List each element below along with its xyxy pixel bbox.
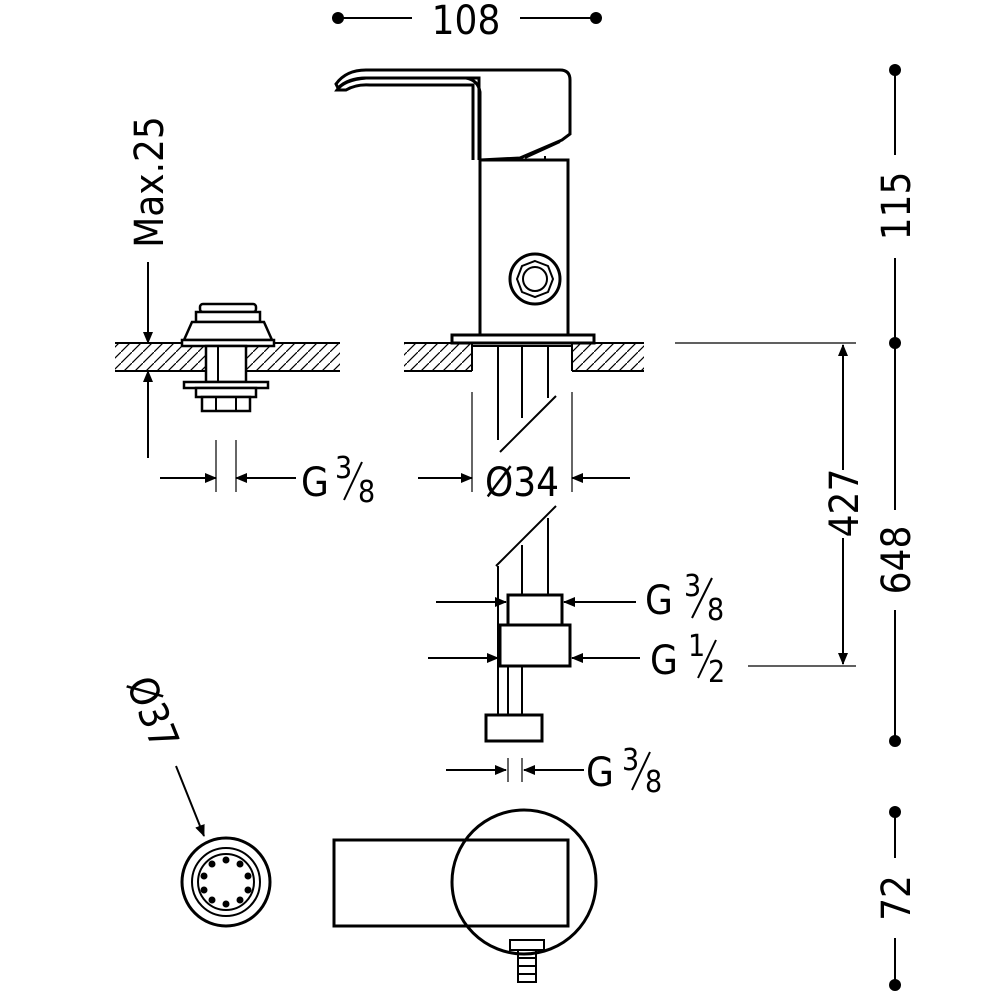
dimension-lower-g38: G 3 8 bbox=[446, 743, 662, 800]
label-upper-g: G bbox=[645, 578, 673, 624]
faucet-body bbox=[334, 68, 596, 347]
dimension-left-g38: G 3 8 bbox=[160, 440, 375, 510]
dimension-g12: G 1 2 bbox=[428, 629, 725, 690]
label-427: 427 bbox=[822, 469, 868, 538]
aerator-holes bbox=[200, 856, 252, 908]
label-upper-den: 8 bbox=[707, 593, 724, 628]
dimension-d34: Ø34 bbox=[418, 392, 630, 506]
label-max25: Max.25 bbox=[127, 116, 173, 248]
label-lower-num: 3 bbox=[622, 743, 639, 778]
label-g12-g: G bbox=[650, 638, 678, 684]
faucet-top-view bbox=[332, 808, 598, 983]
label-d34: Ø34 bbox=[485, 460, 559, 506]
dimension-108: 108 bbox=[332, 0, 602, 44]
label-left-num: 3 bbox=[335, 451, 352, 486]
label-648: 648 bbox=[874, 526, 920, 595]
label-g12-den: 2 bbox=[708, 655, 725, 690]
aerator-view: Ø37 bbox=[117, 670, 272, 928]
label-108: 108 bbox=[432, 0, 501, 44]
label-lower-g: G bbox=[586, 750, 614, 796]
dimension-chain-right: 115 648 bbox=[874, 64, 920, 747]
label-upper-num: 3 bbox=[684, 569, 701, 604]
dimension-427: 427 bbox=[675, 342, 868, 667]
label-d37: Ø37 bbox=[117, 670, 187, 756]
label-lower-den: 8 bbox=[645, 765, 662, 800]
label-left-g: G bbox=[301, 460, 329, 506]
label-72: 72 bbox=[874, 875, 920, 921]
drain-plug bbox=[180, 302, 276, 413]
dimension-72: 72 bbox=[874, 806, 920, 991]
label-g12-num: 1 bbox=[688, 629, 705, 664]
label-115: 115 bbox=[874, 172, 920, 241]
flex-hoses bbox=[484, 346, 572, 743]
dimension-upper-g38: G 3 8 bbox=[436, 569, 724, 628]
dimension-max25: Max.25 bbox=[127, 116, 173, 458]
label-left-den: 8 bbox=[358, 475, 375, 510]
